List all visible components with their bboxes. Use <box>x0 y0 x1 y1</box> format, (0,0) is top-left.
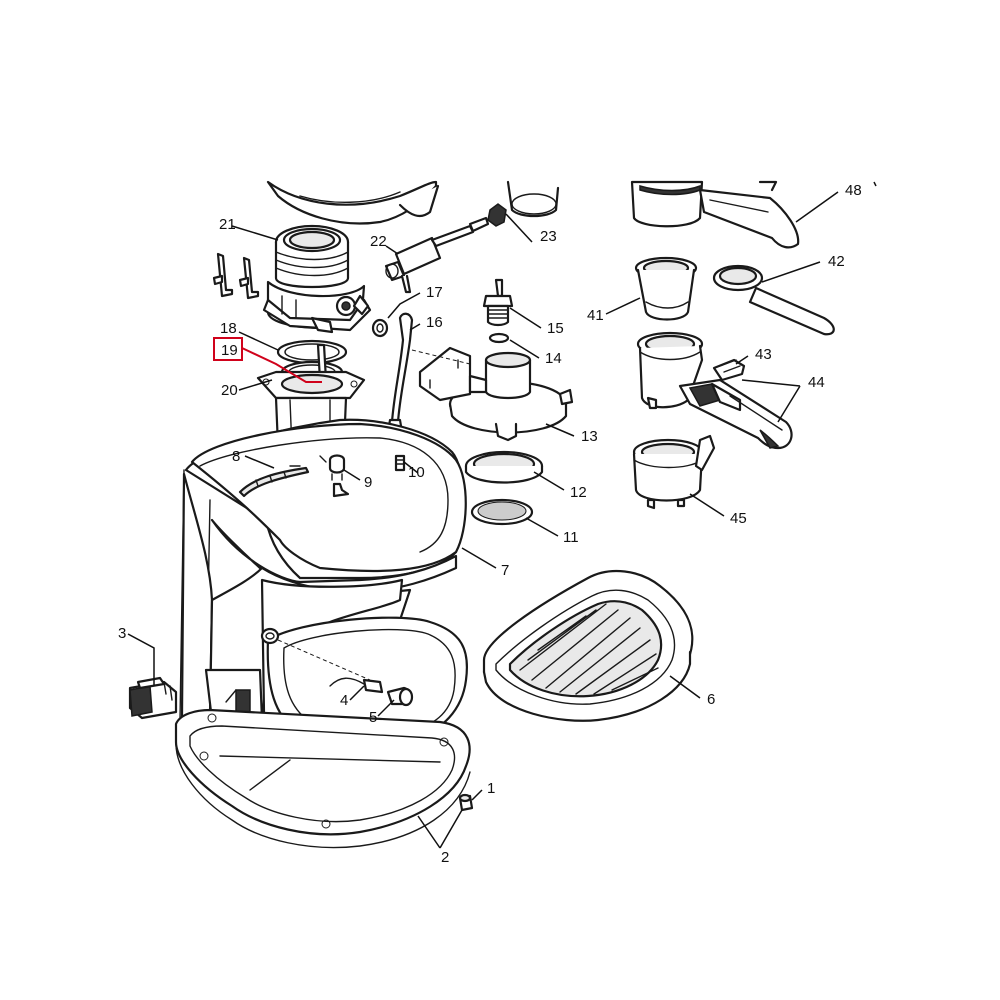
callout-11: 11 <box>563 529 579 546</box>
wire-8 <box>238 466 310 498</box>
callout-43: 43 <box>755 346 772 363</box>
callout-41: 41 <box>587 307 604 324</box>
callout-6: 6 <box>707 691 715 708</box>
callout-14: 14 <box>545 350 562 367</box>
callout-2: 2 <box>441 849 449 866</box>
callout-23: 23 <box>540 228 557 245</box>
callout-18: 18 <box>220 320 237 337</box>
callouts: 1 2 3 4 5 6 7 8 9 10 11 12 13 14 15 16 1… <box>118 182 862 866</box>
oring-14 <box>488 332 510 344</box>
oring-17 <box>371 318 389 338</box>
filter-basket-41 <box>634 256 698 321</box>
thermostat-9 <box>328 454 350 498</box>
measuring-spoon-42 <box>712 264 835 336</box>
callout-48: 48 <box>845 182 862 199</box>
small-parts-near-9 <box>289 455 327 467</box>
sensor-10 <box>394 454 406 472</box>
steam-tube-16 <box>386 312 414 444</box>
base-plate-2 <box>174 708 471 849</box>
callout-20: 20 <box>221 382 238 399</box>
shower-holder-13 <box>411 346 574 442</box>
upper-housing-fragment <box>266 180 440 225</box>
cup-fragment <box>506 180 560 218</box>
callout-42: 42 <box>828 253 845 270</box>
callout-10: 10 <box>408 464 425 481</box>
clip-43 <box>712 358 746 382</box>
callout-9: 9 <box>364 474 372 491</box>
callout-17: 17 <box>426 284 443 301</box>
switch-3 <box>128 676 178 720</box>
light-4 <box>329 677 384 694</box>
drip-tray-6 <box>482 570 694 722</box>
filter-cup-45 <box>632 434 716 510</box>
callout-44: 44 <box>808 374 825 391</box>
shower-screen-11 <box>470 498 534 526</box>
highlight-leader-19 <box>241 347 322 383</box>
portafilter-44 <box>636 331 793 450</box>
callout-4: 4 <box>340 692 348 709</box>
callout-22: 22 <box>370 233 387 250</box>
highlight-box-19 <box>213 337 243 361</box>
callout-15: 15 <box>547 320 564 337</box>
spring-clip-23 <box>487 203 507 227</box>
filter-holder-48 <box>630 180 800 249</box>
gasket-18 <box>276 339 348 365</box>
callout-7: 7 <box>501 562 509 579</box>
valve-15 <box>482 278 514 327</box>
gasket-12 <box>464 450 544 484</box>
boiler-21 <box>262 224 372 334</box>
callout-13: 13 <box>581 428 598 445</box>
knob-5 <box>386 686 414 707</box>
callout-16: 16 <box>426 314 443 331</box>
foot-1 <box>458 793 474 812</box>
callout-1: 1 <box>487 780 495 797</box>
callout-19: 19 <box>221 342 238 359</box>
steam-valve-22 <box>384 216 490 294</box>
callout-5: 5 <box>369 709 377 726</box>
callout-8: 8 <box>232 448 240 465</box>
retaining-clips <box>212 252 260 300</box>
leader-lines <box>127 181 877 849</box>
callout-45: 45 <box>730 510 747 527</box>
callout-12: 12 <box>570 484 587 501</box>
callout-21: 21 <box>219 216 236 233</box>
callout-3: 3 <box>118 625 126 642</box>
